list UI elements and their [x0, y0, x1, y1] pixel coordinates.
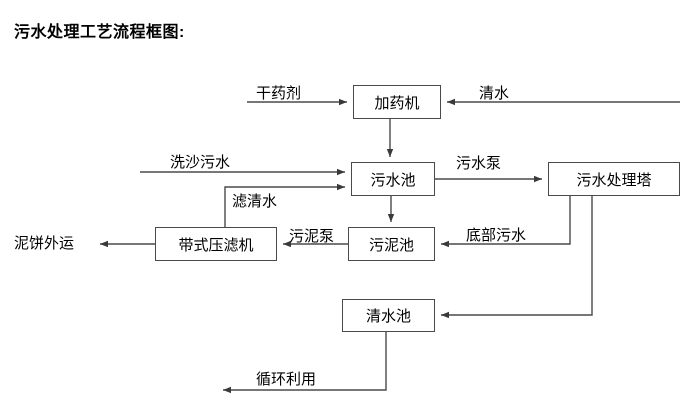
node-sewage-pool[interactable]: 污水池 [351, 162, 435, 196]
edge-label-filtrate-water: 滤清水 [232, 193, 278, 210]
edge-bottom-sewage [441, 196, 571, 248]
edge-label-dry-agent: 干药剂 [256, 85, 302, 102]
edge-label-bottom-sewage: 底部污水 [466, 227, 527, 244]
edge-tower-to-clean [441, 196, 593, 319]
page-title: 污水处理工艺流程框图: [14, 24, 185, 41]
node-belt-filter-press-label: 带式压滤机 [178, 236, 254, 254]
edge-label-recycle: 循环利用 [256, 371, 317, 388]
node-dosing-machine[interactable]: 加药机 [353, 85, 441, 119]
node-sewage-treatment-tower[interactable]: 污水处理塔 [548, 162, 680, 196]
edge-label-sand-wash-sewage: 洗沙污水 [170, 154, 231, 171]
node-clean-water-pool[interactable]: 清水池 [342, 299, 435, 332]
edge-label-clean-water: 清水 [479, 85, 510, 102]
edge-recycle [223, 332, 387, 394]
node-dosing-machine-label: 加药机 [374, 94, 420, 112]
node-sewage-pool-label: 污水池 [370, 171, 416, 189]
node-sludge-pool-label: 污泥池 [368, 236, 414, 254]
node-sludge-pool[interactable]: 污泥池 [348, 227, 435, 261]
edge-filtrate-water [224, 183, 345, 227]
node-sewage-treatment-tower-label: 污水处理塔 [576, 171, 652, 189]
edge-label-mud-cake-out: 泥饼外运 [14, 235, 75, 252]
edge-label-sewage-pump: 污水泵 [456, 155, 502, 172]
edge-label-sludge-pump: 污泥泵 [289, 228, 335, 245]
node-clean-water-pool-label: 清水池 [365, 308, 411, 325]
node-belt-filter-press[interactable]: 带式压滤机 [155, 227, 277, 261]
